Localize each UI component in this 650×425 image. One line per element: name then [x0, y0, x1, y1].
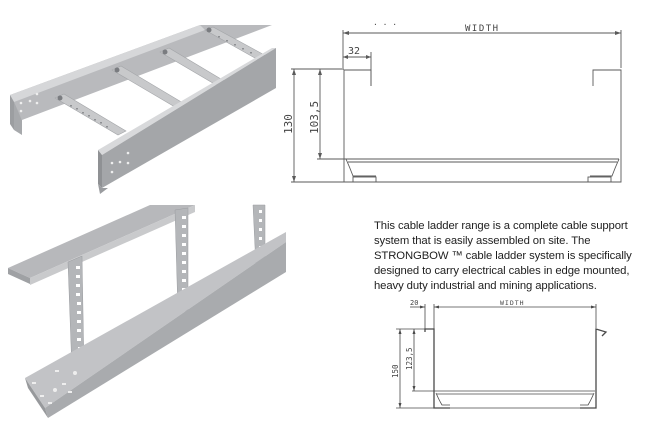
product-description: This cable ladder range is a complete ca…: [374, 219, 644, 294]
channel-profile-drawing: WIDTH 32 130 103,5 . . .: [282, 18, 622, 183]
inner-height-label: 103,5: [308, 101, 321, 134]
product-image-ladder-top: [0, 0, 280, 200]
description-line: This cable ladder range is a complete ca…: [374, 220, 628, 232]
width-label: WIDTH: [500, 299, 525, 307]
cable-ladder-upright-render: [8, 204, 286, 418]
channel-profile-drawing-150: 20 WIDTH 150 123,5: [391, 299, 608, 409]
width-label: WIDTH: [465, 24, 500, 34]
technical-drawing-150: 20 WIDTH 150 123,5: [370, 296, 650, 420]
description-line: system that is easily assembled on site.…: [374, 235, 591, 247]
stray-marks: . . .: [373, 18, 397, 27]
description-line: designed to carry electrical cables in e…: [374, 265, 630, 277]
technical-drawing-130: WIDTH 32 130 103,5 . . .: [280, 0, 650, 200]
description-line: heavy duty industrial and mining applica…: [374, 280, 597, 292]
cable-ladder-render: [10, 25, 276, 194]
height-label: 130: [282, 114, 295, 134]
flange-label: 20: [410, 299, 418, 307]
description-line: STRONGBOW ™ cable ladder system is speci…: [374, 250, 632, 262]
height-label: 150: [391, 364, 400, 378]
product-image-ladder-bottom: [0, 200, 300, 420]
flange-label: 32: [348, 46, 360, 57]
inner-height-label: 123,5: [405, 347, 414, 370]
